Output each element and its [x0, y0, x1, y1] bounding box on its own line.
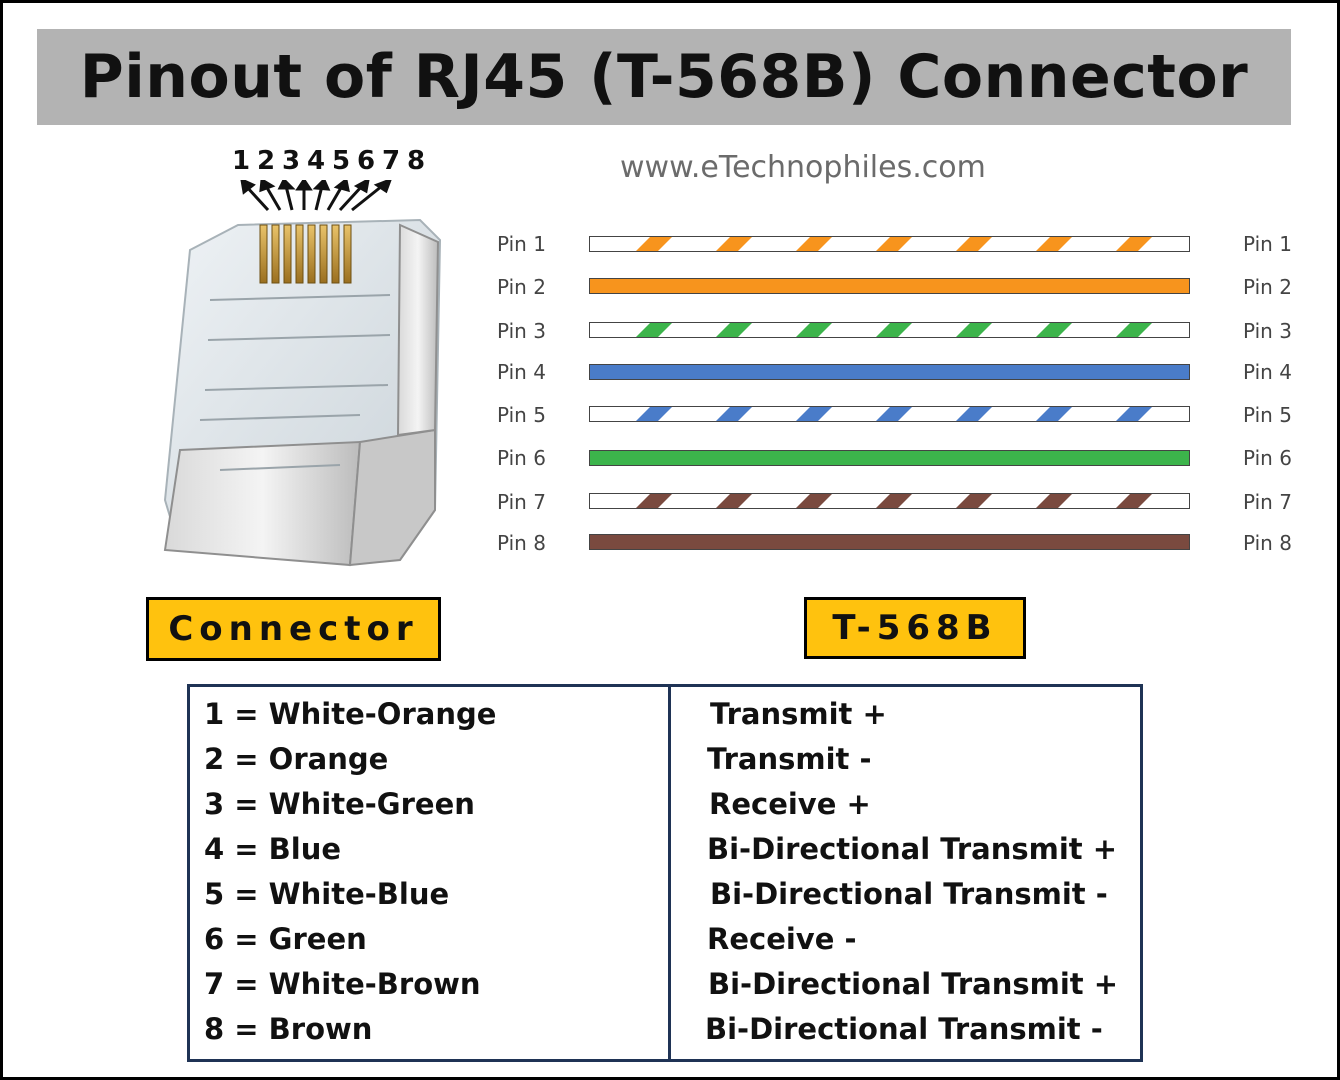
rj45-connector-image [163, 180, 442, 567]
wire-white-green [589, 322, 1190, 338]
table-row-pin: 6 = Green [204, 922, 367, 956]
table-row-pin: 5 = White-Blue [204, 877, 450, 911]
connector-pin-number: 6 [357, 146, 376, 176]
wire-right-label: Pin 1 [1243, 232, 1292, 256]
wire-stripe [873, 323, 913, 337]
wire-right-label: Pin 5 [1243, 403, 1292, 427]
connector-pin-number: 2 [257, 146, 276, 176]
table-row-pin: 7 = White-Brown [204, 967, 481, 1001]
table-row-pin: 4 = Blue [204, 832, 342, 866]
wire-right-label: Pin 6 [1243, 446, 1292, 470]
wire-stripe [713, 323, 753, 337]
wire-stripe [713, 237, 753, 251]
pin-arrows [240, 180, 392, 212]
wire-stripe [1113, 494, 1153, 508]
wire-stripe [633, 407, 673, 421]
table-row-function: Transmit - [707, 742, 872, 776]
wire-stripe [1113, 323, 1153, 337]
wire-left-label: Pin 8 [497, 531, 546, 555]
wire-left-label: Pin 1 [497, 232, 546, 256]
table-divider [668, 687, 671, 1059]
wire-left-label: Pin 2 [497, 275, 546, 299]
wire-stripe [1033, 407, 1073, 421]
connector-pin-number: 5 [332, 146, 351, 176]
wire-left-label: Pin 4 [497, 360, 546, 384]
wire-white-blue [589, 406, 1190, 422]
wire-left-label: Pin 3 [497, 319, 546, 343]
standard-badge-label: T-568B [832, 608, 998, 648]
table-row-function: Receive - [707, 922, 857, 956]
table-row-pin: 8 = Brown [204, 1012, 373, 1046]
wire-stripe [1113, 407, 1153, 421]
table-row-function: Receive + [709, 787, 871, 821]
wire-brown [589, 534, 1190, 550]
table-row-function: Transmit + [710, 697, 887, 731]
wire-stripe [1113, 237, 1153, 251]
table-row-function: Bi-Directional Transmit + [707, 832, 1118, 866]
wire-stripe [633, 237, 673, 251]
pinout-table: 1 = White-Orange Transmit + 2 = Orange T… [187, 684, 1143, 1062]
wire-stripe [793, 237, 833, 251]
wire-stripe [1033, 237, 1073, 251]
wire-stripe [1033, 323, 1073, 337]
wire-stripe [793, 407, 833, 421]
table-row-function: Bi-Directional Transmit + [708, 967, 1119, 1001]
wire-stripe [633, 494, 673, 508]
wire-stripe [1033, 494, 1073, 508]
table-row-function: Bi-Directional Transmit - [710, 877, 1108, 911]
wire-stripe [953, 407, 993, 421]
wire-stripe [633, 323, 673, 337]
connector-pin-number: 4 [307, 146, 326, 176]
wire-right-label: Pin 4 [1243, 360, 1292, 384]
connector-pin-numbers: 1 2 3 4 5 6 7 8 [232, 146, 432, 180]
connector-pin-number: 8 [407, 146, 426, 176]
connector-pin-number: 1 [232, 146, 251, 176]
wire-right-label: Pin 2 [1243, 275, 1292, 299]
wire-stripe [873, 494, 913, 508]
table-row-pin: 1 = White-Orange [204, 697, 497, 731]
wire-right-label: Pin 3 [1243, 319, 1292, 343]
standard-badge: T-568B [804, 597, 1026, 659]
wire-stripe [953, 494, 993, 508]
wire-green [589, 450, 1190, 466]
connector-badge: Connector [146, 597, 441, 661]
wire-left-label: Pin 7 [497, 490, 546, 514]
wire-stripe [873, 237, 913, 251]
table-row-pin: 3 = White-Green [204, 787, 475, 821]
wire-white-orange [589, 236, 1190, 252]
wire-stripe [793, 494, 833, 508]
wire-left-label: Pin 6 [497, 446, 546, 470]
table-row-pin: 2 = Orange [204, 742, 389, 776]
wire-orange [589, 278, 1190, 294]
connector-pin-number: 3 [282, 146, 301, 176]
title-banner: Pinout of RJ45 (T-568B) Connector [37, 29, 1291, 125]
wire-white-brown [589, 493, 1190, 509]
wire-stripe [713, 494, 753, 508]
wire-stripe [953, 323, 993, 337]
table-row-function: Bi-Directional Transmit - [705, 1012, 1103, 1046]
wire-stripe [713, 407, 753, 421]
page-title: Pinout of RJ45 (T-568B) Connector [79, 42, 1249, 112]
wire-stripe [953, 237, 993, 251]
wire-right-label: Pin 8 [1243, 531, 1292, 555]
connector-pin-number: 7 [382, 146, 401, 176]
website-url: www.eTechnophiles.com [620, 150, 986, 185]
wire-stripe [873, 407, 913, 421]
wire-stripe [793, 323, 833, 337]
wire-blue [589, 364, 1190, 380]
connector-badge-label: Connector [168, 609, 419, 649]
wire-right-label: Pin 7 [1243, 490, 1292, 514]
wire-left-label: Pin 5 [497, 403, 546, 427]
